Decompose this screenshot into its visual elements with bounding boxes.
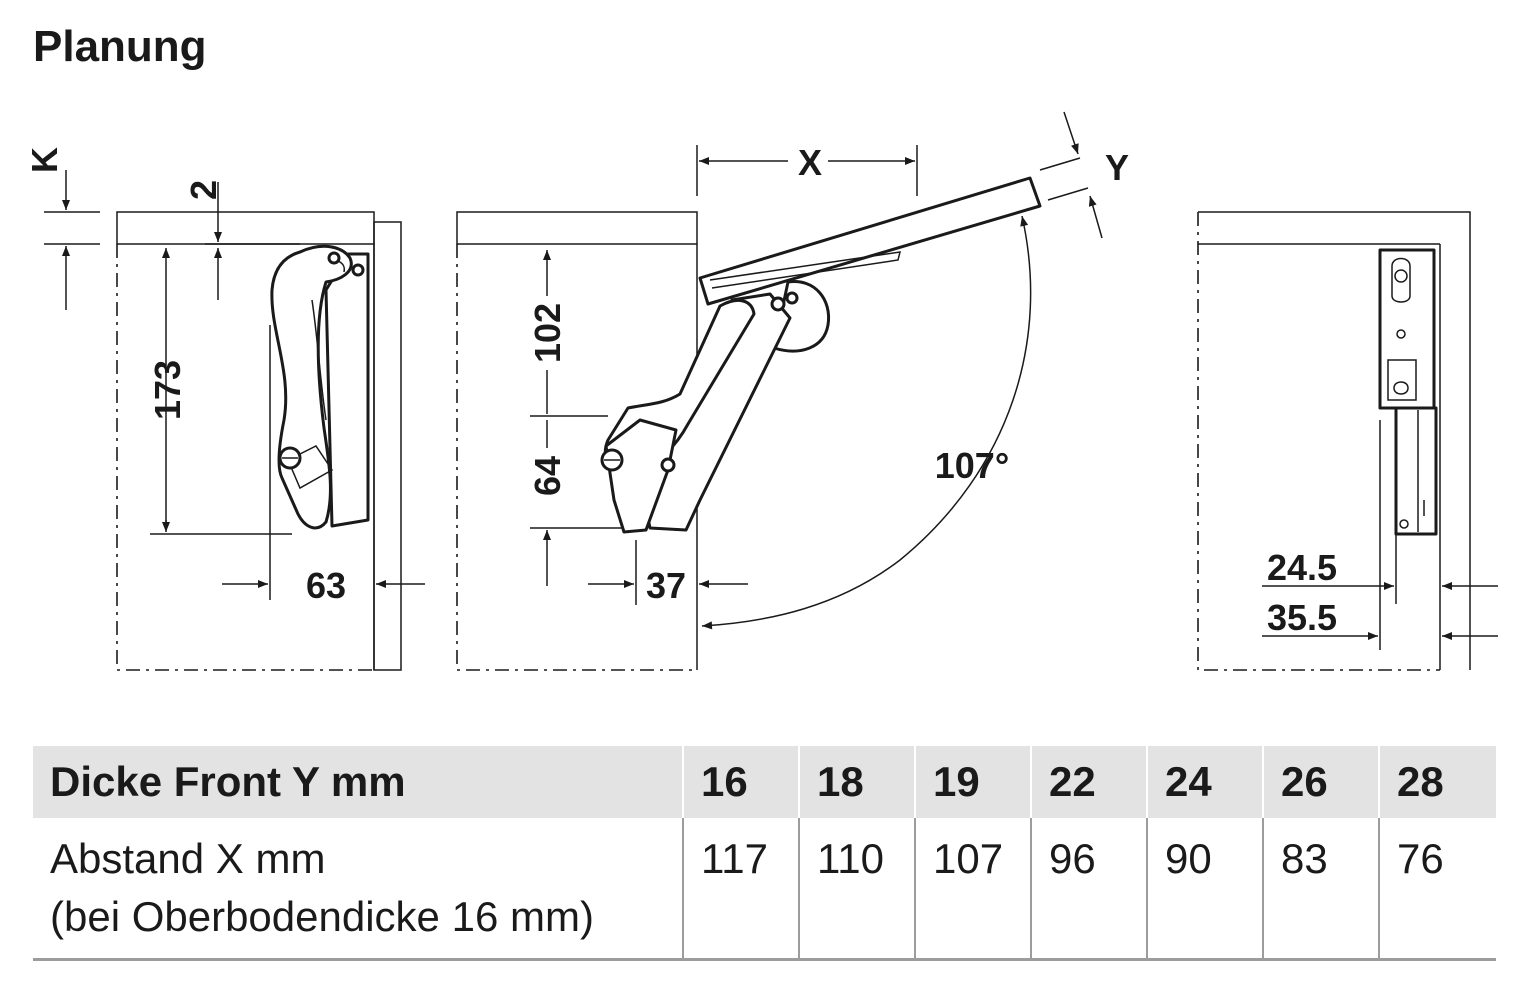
dim-x-label: X bbox=[798, 142, 822, 183]
header-cell: 24 bbox=[1146, 746, 1263, 818]
table-cell: 107 bbox=[914, 818, 1031, 961]
row-label-line1: Abstand X mm bbox=[50, 835, 326, 882]
header-cell: 26 bbox=[1262, 746, 1379, 818]
dim-y-label: Y bbox=[1105, 147, 1129, 188]
dim-24-5-label: 24.5 bbox=[1267, 547, 1337, 588]
header-cell: 22 bbox=[1030, 746, 1147, 818]
table-cell: 76 bbox=[1378, 818, 1496, 961]
header-cell: 16 bbox=[682, 746, 799, 818]
header-cell: 19 bbox=[914, 746, 1031, 818]
dim-64-label: 64 bbox=[527, 456, 568, 496]
header-label: Dicke Front Y mm bbox=[33, 746, 683, 818]
page-title: Planung bbox=[33, 22, 207, 71]
dim-k-label: K bbox=[24, 147, 65, 173]
table-cell: 110 bbox=[798, 818, 915, 961]
dim-37-label: 37 bbox=[646, 565, 686, 606]
dim-angle-label: 107° bbox=[935, 445, 1009, 486]
middle-cabinet-view bbox=[456, 111, 1103, 671]
dim-173-label: 173 bbox=[147, 360, 188, 420]
table-cell: 96 bbox=[1030, 818, 1147, 961]
dim-102-label: 102 bbox=[527, 303, 568, 363]
table-header-row: Dicke Front Y mm 16 18 19 22 24 26 28 bbox=[33, 746, 1496, 818]
dim-63-label: 63 bbox=[306, 565, 346, 606]
table-cell: 117 bbox=[682, 818, 799, 961]
spec-table: Dicke Front Y mm 16 18 19 22 24 26 28 Ab… bbox=[33, 746, 1496, 961]
row-label-line2: (bei Oberbodendicke 16 mm) bbox=[50, 893, 594, 940]
planning-diagram: K 2 173 63 X Y 102 64 37 107° 24.5 35.5 bbox=[24, 111, 1498, 671]
left-cabinet-view bbox=[44, 170, 425, 671]
middle-hinge-icon bbox=[600, 251, 901, 534]
row-label: Abstand X mm (bei Oberbodendicke 16 mm) bbox=[33, 818, 683, 961]
header-cell: 18 bbox=[798, 746, 915, 818]
dim-2-label: 2 bbox=[183, 180, 224, 200]
right-mounting-plate-icon bbox=[1378, 248, 1438, 536]
header-cell: 28 bbox=[1378, 746, 1496, 818]
table-cell: 83 bbox=[1262, 818, 1379, 961]
table-row: Abstand X mm (bei Oberbodendicke 16 mm) … bbox=[33, 818, 1496, 961]
table-cell: 90 bbox=[1146, 818, 1263, 961]
dim-35-5-label: 35.5 bbox=[1267, 597, 1337, 638]
right-cabinet-view bbox=[1197, 211, 1498, 671]
left-hinge-icon bbox=[270, 244, 370, 530]
